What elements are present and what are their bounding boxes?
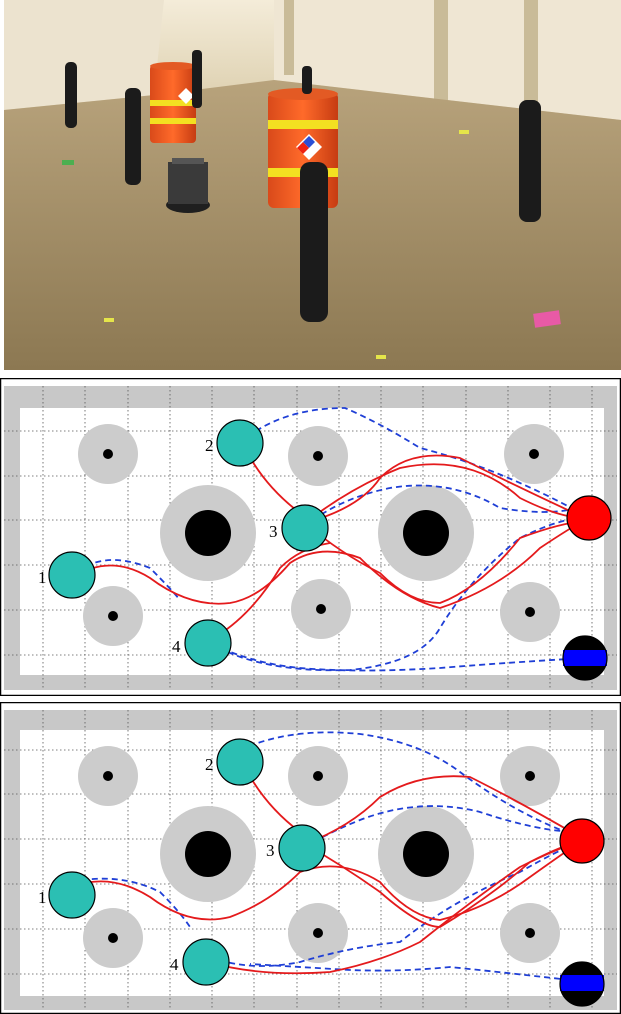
robot-label: 3 — [269, 522, 278, 541]
panel-bottom: 1 2 3 4 — [0, 702, 621, 1014]
goal-red — [560, 819, 604, 863]
goal-blue — [563, 636, 607, 680]
robot-label: 1 — [38, 568, 47, 587]
wall-column — [284, 0, 294, 75]
robot-label: 3 — [266, 841, 275, 860]
robot-label: 4 — [172, 637, 181, 656]
panel-bottom-svg: 1 2 3 4 — [0, 702, 621, 1014]
floor-marker — [459, 130, 469, 134]
barrel-icon — [150, 62, 196, 143]
panel-top-svg: 1 2 3 4 — [0, 378, 621, 696]
goal-red — [567, 496, 611, 540]
floor-marker — [376, 355, 386, 359]
robot-label: 4 — [170, 955, 179, 974]
robot-label: 2 — [205, 755, 214, 774]
floor-marker — [104, 318, 114, 322]
goal-blue — [560, 962, 604, 1006]
floor-marker — [62, 160, 74, 165]
panel-top: 1 2 3 4 — [0, 378, 621, 696]
lab-photo — [4, 0, 621, 370]
robot-icon — [166, 158, 210, 213]
lab-photo-svg — [4, 0, 621, 370]
robot-label: 2 — [205, 436, 214, 455]
robot-label: 1 — [38, 888, 47, 907]
